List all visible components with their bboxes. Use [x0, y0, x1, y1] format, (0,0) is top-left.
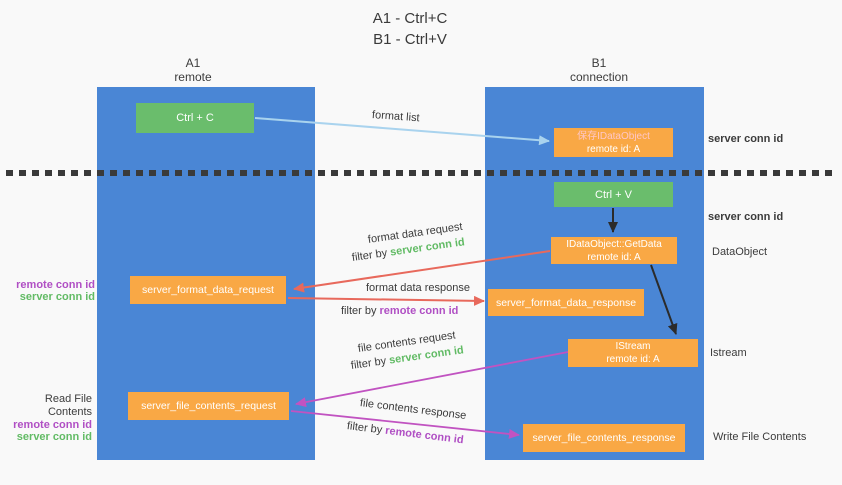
- istream-node: IStream remote id: A: [568, 339, 698, 367]
- istream-line1: IStream: [615, 341, 651, 352]
- istream-line2: remote id: A: [606, 354, 660, 365]
- file-response-label: server_file_contents_response: [532, 432, 676, 444]
- session-separator-dotted-line: [6, 170, 836, 176]
- left-column-id: A1: [185, 56, 201, 70]
- right-column-header: B1 connection: [490, 56, 708, 84]
- title-line-1: A1 - Ctrl+C: [372, 10, 448, 27]
- format-request-label: server_format_data_request: [142, 284, 274, 296]
- file-request-label: server_file_contents_request: [141, 400, 276, 412]
- save-idataobject-line1: 保存IDataObject: [577, 130, 650, 142]
- ctrl-v-label: Ctrl + V: [595, 188, 632, 201]
- write-file-contents-label: Write File Contents: [713, 431, 807, 443]
- filter-by-text: filter by: [351, 247, 388, 264]
- dataobject-label: DataObject: [712, 246, 768, 258]
- istream-label: Istream: [710, 347, 747, 359]
- remote-conn-id-text: remote conn id: [379, 305, 459, 317]
- getdata-line2: remote id: A: [587, 251, 641, 263]
- idataobject-getdata-node: IDataObject::GetData remote id: A: [551, 237, 677, 264]
- format-list-arrow-label: format list: [371, 109, 420, 125]
- save-idataobject-line2: remote id: A: [586, 143, 641, 155]
- filter-by-text: filter by: [350, 355, 387, 372]
- format-response-label: server_format_data_response: [495, 296, 637, 309]
- right-column-role: connection: [569, 70, 629, 84]
- right-column-id: B1: [591, 56, 607, 70]
- file-request-conn-ids: Read File Contents remote conn id server…: [0, 393, 92, 443]
- filter-by-text: filter by: [341, 305, 377, 317]
- ctrl-c-label: Ctrl + C: [176, 112, 214, 124]
- server-format-data-response-node: server_format_data_response: [488, 289, 644, 316]
- ctrl-v-node: Ctrl + V: [554, 182, 673, 207]
- file-contents-response-arrow-label: file contents response: [359, 397, 467, 422]
- left-column-role: remote: [174, 70, 212, 84]
- file-contents-response-filter-label: filter by remote conn id: [346, 420, 464, 446]
- server-conn-id-label: server conn id: [16, 431, 92, 443]
- diagram-title: A1 - Ctrl+C B1 - Ctrl+V: [0, 8, 820, 50]
- left-column-header: A1 remote: [84, 56, 302, 84]
- title-line-2: B1 - Ctrl+V: [373, 31, 447, 48]
- format-data-response-arrow-label: format data response: [366, 282, 470, 294]
- format-request-conn-ids: remote conn id server conn id: [0, 279, 95, 303]
- server-conn-id-label-top: server conn id: [708, 133, 784, 145]
- save-idataobject-node: 保存IDataObject remote id: A: [554, 128, 673, 157]
- server-format-data-request-node: server_format_data_request: [130, 276, 286, 304]
- remote-conn-id-label: remote conn id: [16, 279, 95, 291]
- arrow-format-request-to-response: [287, 295, 485, 306]
- filter-by-text: filter by: [346, 420, 383, 437]
- server-file-contents-response-node: server_file_contents_response: [523, 424, 685, 452]
- getdata-line1: IDataObject::GetData: [566, 238, 662, 250]
- server-conn-id-label-mid: server conn id: [708, 211, 784, 223]
- remote-conn-id-label: remote conn id: [13, 419, 92, 431]
- server-file-contents-request-node: server_file_contents_request: [128, 392, 289, 420]
- ctrl-c-node: Ctrl + C: [136, 103, 254, 133]
- format-data-response-filter-label: filter by remote conn id: [341, 305, 458, 317]
- server-conn-id-label: server conn id: [19, 291, 95, 303]
- read-file-contents-label: Read File Contents: [44, 393, 92, 418]
- remote-conn-id-text: remote conn id: [384, 424, 465, 447]
